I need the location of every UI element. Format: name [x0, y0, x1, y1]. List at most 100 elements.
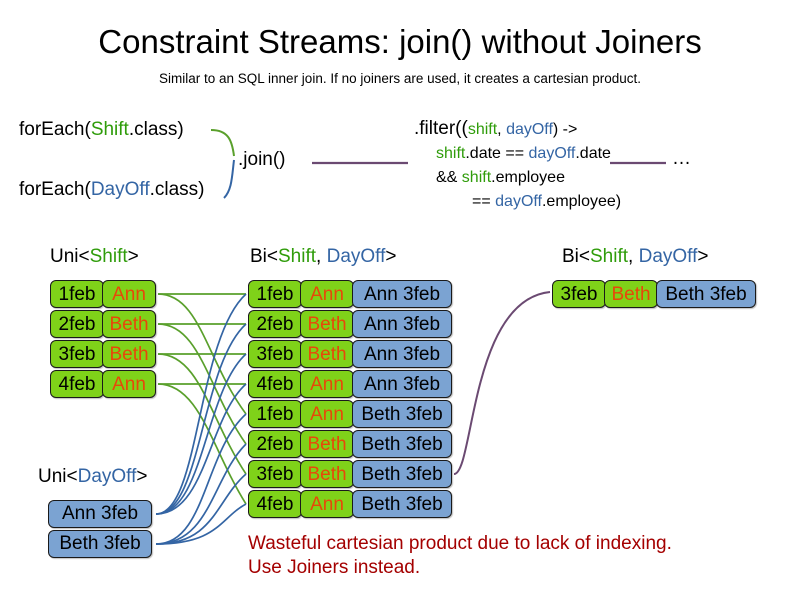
- shift-employee-cell: Ann: [300, 400, 354, 428]
- warning-line-1: Wasteful cartesian product due to lack o…: [248, 533, 672, 554]
- shift-employee-cell: Beth: [102, 340, 156, 368]
- caption-bi-middle-type1: Shift: [278, 246, 317, 267]
- caption-uni-dayoff-pre: Uni<: [38, 466, 78, 487]
- shift-date-cell: 3feb: [50, 340, 104, 368]
- dayoff-pair-cell: Beth 3feb: [656, 280, 756, 308]
- shift-date-cell: 3feb: [248, 340, 302, 368]
- shift-employee-cell: Beth: [102, 310, 156, 338]
- shift-date-cell: 1feb: [50, 280, 104, 308]
- code-foreach-dayoff-type: DayOff: [90, 179, 150, 200]
- shift-employee-cell: Ann: [102, 370, 156, 398]
- code-foreach-shift-prefix: forEach(: [19, 119, 91, 140]
- shift-date-cell: 1feb: [248, 280, 302, 308]
- filter-line2-shift: shift: [436, 145, 466, 162]
- caption-uni-shift-post: >: [127, 246, 139, 267]
- caption-bi-right-post: >: [697, 246, 709, 267]
- shift-date-cell: 2feb: [248, 310, 302, 338]
- code-ellipsis: …: [672, 148, 691, 169]
- dayoff-pair-cell: Beth 3feb: [352, 490, 452, 518]
- uni-dayoff-row: Ann 3feb: [48, 500, 152, 528]
- wire-group-dayoff: [155, 293, 247, 545]
- caption-bi-middle-pre: Bi<: [250, 246, 278, 267]
- code-filter-line3: && shift.employee: [414, 166, 621, 190]
- page-subtitle: Similar to an SQL inner join. If no join…: [159, 71, 641, 86]
- shift-date-cell: 4feb: [248, 490, 302, 518]
- shift-employee-cell: Beth: [300, 310, 354, 338]
- caption-bi-middle: Bi<Shift, DayOff>: [250, 245, 396, 269]
- shift-employee-cell: Ann: [102, 280, 156, 308]
- shift-employee-cell: Ann: [300, 490, 354, 518]
- caption-uni-shift: Uni<Shift>: [50, 245, 139, 269]
- caption-bi-middle-type2: DayOff: [326, 246, 386, 267]
- code-foreach-dayoff-prefix: forEach(: [19, 179, 91, 200]
- filter-line3-and: &&: [436, 169, 462, 186]
- code-foreach-shift: forEach(Shift.class): [19, 118, 184, 142]
- filter-line4-dayoff: dayOff: [495, 193, 542, 210]
- dayoff-pair-cell: Beth 3feb: [352, 400, 452, 428]
- shift-date-cell: 3feb: [248, 460, 302, 488]
- code-filter-block: .filter((shift, dayOff) -> shift.date ==…: [414, 117, 621, 214]
- filter-line1-dayoff: dayOff: [506, 121, 553, 138]
- dayoff-pair-cell: Beth 3feb: [352, 430, 452, 458]
- code-foreach-shift-suffix: .class): [128, 119, 184, 140]
- shift-employee-cell: Ann: [300, 280, 354, 308]
- filter-line3-shift: shift: [461, 169, 492, 186]
- filter-line2-end: .date: [575, 145, 611, 162]
- shift-employee-cell: Beth: [604, 280, 658, 308]
- caption-bi-right-type1: Shift: [590, 246, 629, 267]
- dayoff-pair-cell: Beth 3feb: [352, 460, 452, 488]
- filter-line4-eq: ==: [472, 193, 496, 210]
- filter-line1-shift: shift: [467, 121, 498, 138]
- dayoff-pair-cell: Ann 3feb: [352, 340, 452, 368]
- filter-line4-end: .employee): [541, 193, 622, 210]
- shift-date-cell: 2feb: [50, 310, 104, 338]
- code-foreach-shift-type: Shift: [90, 119, 129, 140]
- filter-line1-comma: ,: [497, 121, 507, 138]
- warning-text: Wasteful cartesian product due to lack o…: [248, 532, 672, 580]
- warning-line-2: Use Joiners instead.: [248, 557, 421, 578]
- filter-line1-a: .filter((: [414, 118, 468, 139]
- caption-uni-dayoff-post: >: [136, 466, 148, 487]
- shift-employee-cell: Beth: [300, 340, 354, 368]
- code-filter-line4: == dayOff.employee): [414, 190, 621, 214]
- filter-line3-end: .employee: [491, 169, 565, 186]
- dayoff-pair-cell: Ann 3feb: [352, 310, 452, 338]
- wire-filter-result: [453, 291, 551, 475]
- caption-bi-right-type2: DayOff: [638, 246, 698, 267]
- wire-join-dayoff: [223, 159, 235, 199]
- code-join-label: .join(): [238, 149, 286, 170]
- caption-uni-shift-type: Shift: [89, 246, 128, 267]
- caption-bi-right-sep: ,: [628, 246, 639, 267]
- code-filter-line1: .filter((shift, dayOff) ->: [414, 117, 621, 142]
- page-title: Constraint Streams: join() without Joine…: [98, 23, 702, 60]
- shift-date-cell: 3feb: [552, 280, 606, 308]
- caption-uni-shift-pre: Uni<: [50, 246, 90, 267]
- wire-join-shift: [210, 129, 235, 157]
- shift-date-cell: 1feb: [248, 400, 302, 428]
- caption-bi-middle-sep: ,: [316, 246, 327, 267]
- caption-bi-middle-post: >: [385, 246, 397, 267]
- shift-employee-cell: Ann: [300, 370, 354, 398]
- shift-employee-cell: Beth: [300, 460, 354, 488]
- caption-uni-dayoff-type: DayOff: [77, 466, 137, 487]
- code-foreach-dayoff-suffix: .class): [149, 179, 205, 200]
- uni-dayoff-row: Beth 3feb: [48, 530, 152, 558]
- shift-date-cell: 4feb: [50, 370, 104, 398]
- code-foreach-dayoff: forEach(DayOff.class): [19, 178, 205, 202]
- shift-date-cell: 4feb: [248, 370, 302, 398]
- wire-group-shift: [157, 293, 247, 505]
- caption-uni-dayoff: Uni<DayOff>: [38, 465, 148, 489]
- caption-bi-right: Bi<Shift, DayOff>: [562, 245, 708, 269]
- filter-line1-b: ) ->: [552, 121, 578, 138]
